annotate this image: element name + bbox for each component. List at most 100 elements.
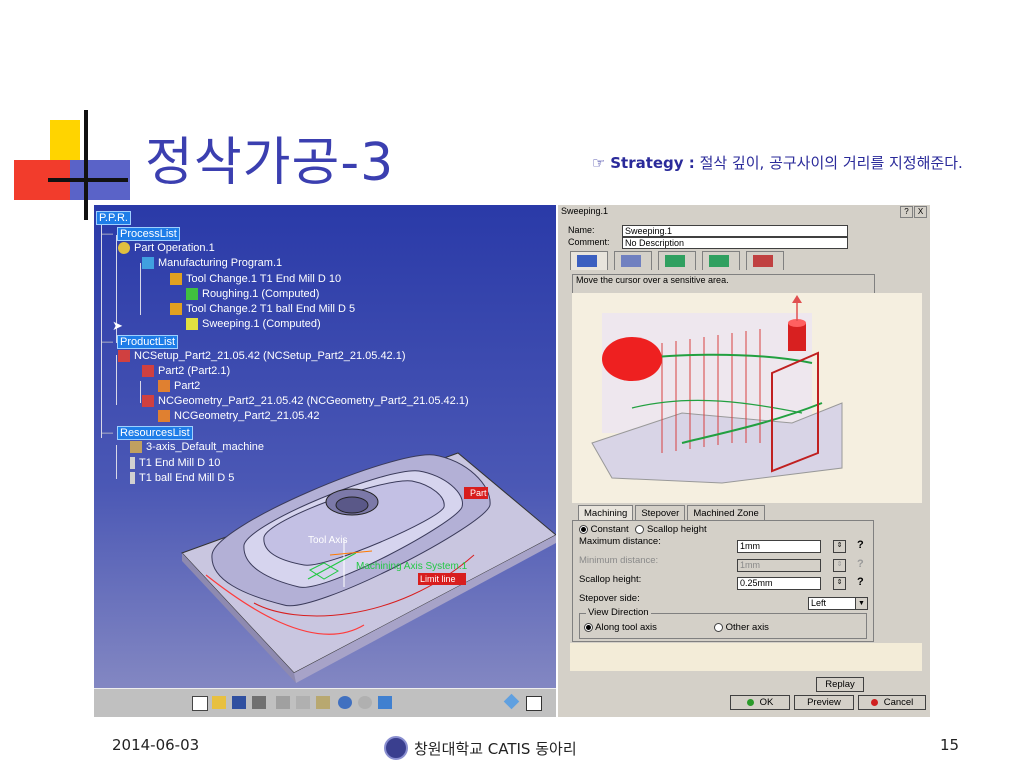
ncgeometry-instance-label[interactable]: NCGeometry_Part2_21.05.42 (NCGeometry_Pa… [158, 395, 469, 407]
tree-tool-1[interactable]: T1 End Mill D 10 [130, 457, 220, 469]
cut-icon[interactable] [276, 696, 290, 709]
sweeping-diagram[interactable] [572, 293, 922, 503]
scallop-height-input[interactable]: 0.25mm [737, 577, 821, 590]
tab-tool[interactable] [658, 251, 696, 270]
tree-machine[interactable]: 3-axis_Default_machine [130, 441, 264, 453]
stepover-side-label: Stepover side: [579, 593, 640, 604]
along-tool-axis-option[interactable]: Along tool axis [584, 622, 657, 633]
print-icon[interactable] [252, 696, 266, 709]
name-field[interactable]: Sweeping.1 [622, 225, 848, 237]
product-list-label[interactable]: ProductList [117, 335, 179, 349]
tree-resources-list[interactable]: —ResourcesList [102, 426, 193, 440]
other-axis-radio[interactable] [714, 622, 723, 632]
tree-roughing[interactable]: Roughing.1 (Computed) [186, 288, 319, 300]
comment-field[interactable]: No Description [622, 237, 848, 249]
tree-part2-instance[interactable]: Part2 (Part2.1) [142, 365, 230, 377]
help-button[interactable]: ? [900, 206, 913, 218]
strategy-note: ☞ Strategy : 절삭 깊이, 공구사이의 거리를 지정해준다. [592, 152, 992, 174]
resources-list-label[interactable]: ResourcesList [117, 426, 193, 440]
constant-radio[interactable] [579, 524, 588, 534]
machine-label[interactable]: 3-axis_Default_machine [146, 441, 265, 453]
part-3d-view[interactable]: Part Tool Axis Machining Axis System.1 L… [94, 205, 556, 717]
roughing-label[interactable]: Roughing.1 (Computed) [202, 288, 320, 300]
product-icon [142, 395, 154, 407]
along-tool-axis-radio[interactable] [584, 622, 593, 632]
tree-root-label[interactable]: P.P.R. [96, 211, 131, 225]
tree-ncsetup[interactable]: NCSetup_Part2_21.05.42 (NCSetup_Part2_21… [118, 350, 406, 362]
strategy-tab-icons [570, 251, 784, 270]
tab-strategy[interactable] [570, 251, 608, 270]
tree-root[interactable]: P.P.R. [96, 211, 131, 225]
chevron-down-icon: ▼ [855, 598, 867, 609]
scallop-radio[interactable] [635, 524, 645, 534]
tree-product-list[interactable]: —ProductList [102, 335, 179, 349]
specification-tree[interactable]: P.P.R. —ProcessList Part Operation.1 Man… [94, 205, 556, 505]
table-icon[interactable] [526, 696, 542, 711]
copy-icon[interactable] [296, 696, 310, 709]
view-mode-icon[interactable] [503, 693, 520, 710]
tool-change-icon [170, 303, 182, 315]
whats-this-icon[interactable] [378, 696, 392, 709]
max-distance-spinner[interactable]: ⇕ [833, 540, 846, 553]
part-operation-label[interactable]: Part Operation.1 [134, 242, 215, 254]
tab-feeds-speeds[interactable] [702, 251, 740, 270]
tab-machining[interactable]: Machining [578, 505, 634, 521]
stepover-panel: Constant Scallop height Maximum distance… [572, 520, 874, 642]
ok-button[interactable]: OK [730, 695, 790, 710]
catia-viewport[interactable]: Part Tool Axis Machining Axis System.1 L… [94, 205, 556, 717]
undo-icon[interactable] [338, 696, 352, 709]
tool-change-icon [170, 273, 182, 285]
replay-button[interactable]: Replay [816, 677, 864, 692]
close-button[interactable]: X [914, 206, 927, 218]
save-icon[interactable] [232, 696, 246, 709]
tree-part-operation[interactable]: Part Operation.1 [118, 242, 215, 254]
preview-button[interactable]: Preview [794, 695, 854, 710]
ok-label: OK [759, 697, 774, 708]
scallop-height-help[interactable]: ? [857, 576, 864, 588]
tab-macros[interactable] [746, 251, 784, 270]
stepover-side-select[interactable]: Left ▼ [808, 597, 868, 610]
tree-tool-change-2[interactable]: Tool Change.2 T1 ball End Mill D 5 [170, 303, 355, 315]
scallop-height-spinner[interactable]: ⇕ [833, 577, 846, 590]
tree-sweeping[interactable]: Sweeping.1 (Computed) [186, 318, 321, 330]
tree-manufacturing-program[interactable]: Manufacturing Program.1 [142, 257, 282, 269]
part-label: Part [470, 488, 487, 498]
process-list-label[interactable]: ProcessList [117, 227, 180, 241]
macros-icon [753, 255, 773, 267]
tool-2-label[interactable]: T1 ball End Mill D 5 [139, 472, 235, 484]
part-icon [158, 410, 170, 422]
corner-decoration [0, 0, 140, 225]
tab-stepover[interactable]: Stepover [635, 505, 686, 521]
sweeping-label[interactable]: Sweeping.1 (Computed) [202, 318, 321, 330]
ncgeometry-label[interactable]: NCGeometry_Part2_21.05.42 [174, 410, 320, 422]
new-file-icon[interactable] [192, 696, 208, 711]
tab-geometry[interactable] [614, 251, 652, 270]
tree-process-list[interactable]: —ProcessList [102, 227, 180, 241]
note-text: 절삭 깊이, 공구사이의 거리를 지정해준다. [694, 154, 963, 172]
other-axis-option[interactable]: Other axis [714, 622, 769, 633]
part2-label[interactable]: Part2 [174, 380, 201, 392]
tool-change-1-label[interactable]: Tool Change.1 T1 End Mill D 10 [186, 273, 342, 285]
max-distance-help[interactable]: ? [857, 539, 864, 551]
max-distance-input[interactable]: 1mm [737, 540, 821, 553]
cancel-button[interactable]: Cancel [858, 695, 926, 710]
part-icon [158, 380, 170, 392]
tree-tool-2[interactable]: T1 ball End Mill D 5 [130, 472, 234, 484]
part2-instance-label[interactable]: Part2 (Part2.1) [158, 365, 231, 377]
ncsetup-label[interactable]: NCSetup_Part2_21.05.42 (NCSetup_Part2_21… [134, 350, 406, 362]
tab-machined-zone[interactable]: Machined Zone [687, 505, 765, 521]
tool-icon [665, 255, 685, 267]
redo-icon[interactable] [358, 696, 372, 709]
tree-part2[interactable]: Part2 [158, 380, 200, 392]
paste-icon[interactable] [316, 696, 330, 709]
stepover-side-value: Left [811, 598, 827, 608]
scallop-height-label: Scallop height: [579, 574, 642, 585]
tree-tool-change-1[interactable]: Tool Change.1 T1 End Mill D 10 [170, 273, 341, 285]
tree-ncgeometry-instance[interactable]: NCGeometry_Part2_21.05.42 (NCGeometry_Pa… [142, 395, 469, 407]
manufacturing-program-label[interactable]: Manufacturing Program.1 [158, 257, 283, 269]
university-seal-icon [384, 736, 408, 760]
open-folder-icon[interactable] [212, 696, 226, 709]
tree-ncgeometry[interactable]: NCGeometry_Part2_21.05.42 [158, 410, 320, 422]
tool-1-label[interactable]: T1 End Mill D 10 [139, 457, 221, 469]
tool-change-2-label[interactable]: Tool Change.2 T1 ball End Mill D 5 [186, 303, 356, 315]
